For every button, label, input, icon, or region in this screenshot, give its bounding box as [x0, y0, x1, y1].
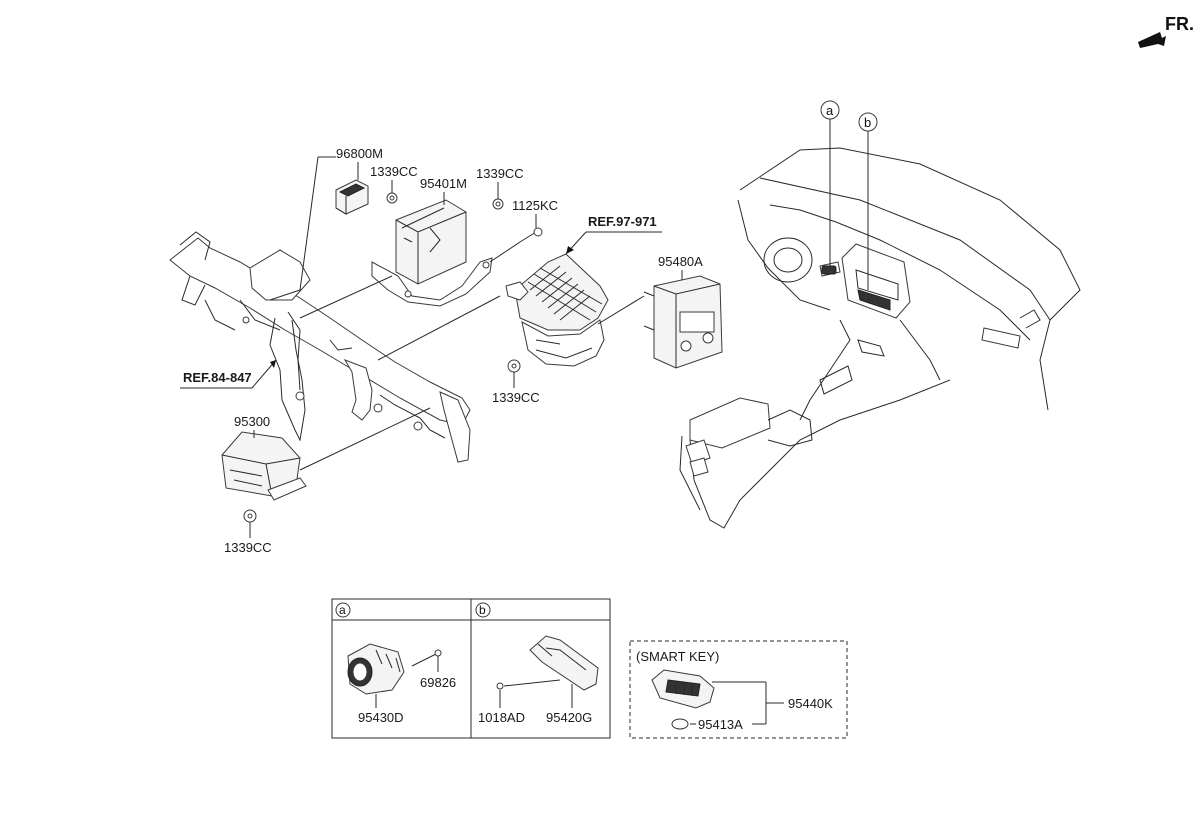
- part-1125kc: 1125KC: [489, 198, 558, 263]
- front-direction-marker: FR.: [1138, 14, 1194, 48]
- smart-key-box: (SMART KEY) 95440K 95413A: [629, 640, 848, 739]
- part-hvac-unit: REF.97-971: [377, 214, 662, 367]
- front-label: FR.: [1165, 14, 1194, 34]
- detail-b: b 1018AD 95420G: [475, 602, 599, 725]
- detail-a-part-95430d: 95430D: [358, 710, 404, 725]
- callout-b: b: [858, 112, 878, 290]
- smart-key-part-95413a: 95413A: [698, 717, 743, 732]
- callout-a: a: [820, 100, 840, 266]
- part-1339cc-b: 1339CC: [476, 166, 524, 210]
- part-96800m: 96800M 1339CC: [269, 146, 418, 301]
- detail-a: a 69826 95430D: [335, 602, 456, 725]
- smart-key-title: (SMART KEY): [636, 649, 719, 664]
- part-95401m: 95401M: [299, 176, 493, 319]
- vehicle-interior-illustration: [679, 147, 1081, 529]
- ref-84-847-label: REF.84-847: [183, 370, 252, 385]
- label-95480a: 95480A: [658, 254, 703, 269]
- front-arrow-icon: [1138, 32, 1166, 48]
- detail-table: [331, 598, 611, 739]
- callout-a-letter: a: [826, 103, 834, 118]
- cowl-crossbar-assembly: [169, 231, 471, 463]
- label-1339cc-c: 1339CC: [492, 390, 540, 405]
- detail-a-part-69826: 69826: [420, 675, 456, 690]
- detail-b-tag: b: [479, 603, 486, 617]
- label-1339cc-d: 1339CC: [224, 540, 272, 555]
- detail-b-part-1018ad: 1018AD: [478, 710, 525, 725]
- callout-b-letter: b: [864, 115, 871, 130]
- label-95300: 95300: [234, 414, 270, 429]
- label-1339cc-b: 1339CC: [476, 166, 524, 181]
- label-1339cc-a: 1339CC: [370, 164, 418, 179]
- part-1339cc-c: 1339CC: [492, 359, 540, 405]
- detail-a-tag: a: [339, 603, 346, 617]
- ref-97-971-label: REF.97-971: [588, 214, 657, 229]
- smart-key-part-95440k: 95440K: [788, 696, 833, 711]
- part-1339cc-d: 1339CC: [224, 509, 272, 555]
- label-95401m: 95401M: [420, 176, 467, 191]
- label-96800m: 96800M: [336, 146, 383, 161]
- label-1125kc: 1125KC: [512, 198, 558, 213]
- ref-84-847-callout: REF.84-847: [180, 359, 277, 389]
- part-95300: 95300: [221, 407, 431, 501]
- detail-b-part-95420g: 95420G: [546, 710, 592, 725]
- part-95480a: 95480A: [597, 254, 723, 369]
